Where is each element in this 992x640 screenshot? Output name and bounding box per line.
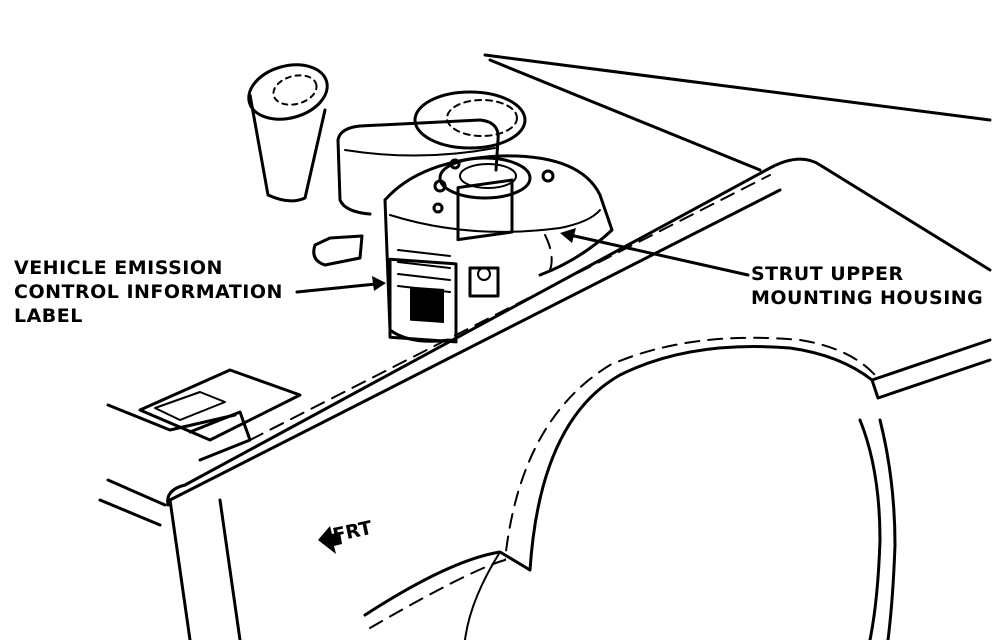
- air-cleaner-cylinder: [247, 63, 329, 203]
- emission-label-plate: [388, 178, 514, 344]
- left-arrow-icon: [318, 526, 342, 554]
- battery-tray: [98, 368, 302, 527]
- leader-arrows: [295, 228, 750, 294]
- strut-housing-callout: STRUT UPPER MOUNTING HOUSING: [751, 263, 984, 309]
- emission-label-callout: VEHICLE EMISSION CONTROL INFORMATION LAB…: [14, 257, 283, 327]
- master-cylinder: [312, 90, 527, 267]
- fender-body: [106, 53, 992, 640]
- wheel-arch: [363, 336, 992, 640]
